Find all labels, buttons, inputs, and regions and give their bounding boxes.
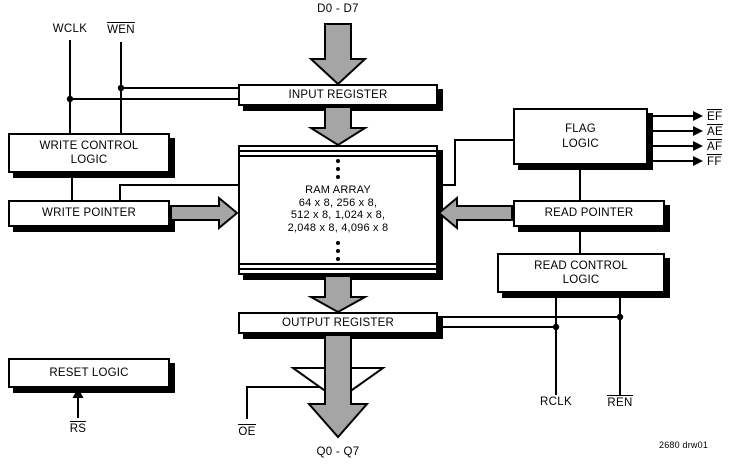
ram-stack-line <box>240 155 436 157</box>
rs-label: RS <box>54 421 102 436</box>
drawing-number-text: 2680 drw01 <box>659 440 709 450</box>
ram-top-ellipsis-icon <box>336 159 340 179</box>
ef-text: EF <box>707 109 723 123</box>
drawing-number-label: 2680 drw01 <box>659 440 708 450</box>
read-pointer-block: READ POINTER <box>513 200 665 227</box>
rs-arrowhead-icon <box>72 388 84 398</box>
ram-to-output-arrow <box>307 275 369 314</box>
rclk-text: RCLK <box>540 396 572 408</box>
rclk-label: RCLK <box>532 396 580 408</box>
ram-array-text: RAM ARRAY 64 x 8, 256 x 8, 512 x 8, 1,02… <box>288 184 389 234</box>
rs-text: RS <box>69 421 87 435</box>
ren-label: REN <box>596 395 644 410</box>
reset-logic-block: RESET LOGIC <box>8 358 170 388</box>
ram-to-flag-wire <box>438 139 513 186</box>
ram-array-block: RAM ARRAY 64 x 8, 256 x 8, 512 x 8, 1,02… <box>238 145 438 275</box>
read-control-logic-block: READ CONTROL LOGIC <box>497 253 665 293</box>
ram-stack-line <box>240 268 436 270</box>
junction-dot <box>616 313 624 321</box>
junction-dot <box>117 84 125 92</box>
ef-label: EF <box>707 109 737 124</box>
af-label: AF <box>707 139 737 154</box>
ram-bottom-ellipsis-icon <box>336 241 340 261</box>
write-pointer-block: WRITE POINTER <box>8 200 170 227</box>
ram-array-title: RAM ARRAY <box>305 184 371 196</box>
oe-text: OE <box>238 424 256 438</box>
q-bus-label: Q0 - Q7 <box>283 446 393 458</box>
ff-arrowhead-icon <box>693 156 703 166</box>
ram-array-size-line: 64 x 8, 256 x 8, <box>298 196 378 209</box>
junction-dot <box>552 323 560 331</box>
ae-arrowhead-icon <box>693 126 703 136</box>
d-bus-label: D0 - D7 <box>283 3 393 15</box>
write-control-logic-label-line2: LOGIC <box>70 154 108 166</box>
output-to-q-arrow <box>306 334 370 439</box>
ae-text: AE <box>707 124 723 138</box>
wen-text: WEN <box>107 22 135 36</box>
ef-arrowhead-icon <box>693 111 703 121</box>
wclk-text: WCLK <box>52 23 88 35</box>
ae-label: AE <box>707 124 737 139</box>
tristate-buffer-icon <box>289 367 387 402</box>
af-text: AF <box>707 139 723 153</box>
write-pointer-to-flag-wire <box>119 184 238 200</box>
flag-logic-label-line1: FLAG <box>565 123 596 136</box>
read-control-logic-label-line1: READ CONTROL <box>534 259 628 272</box>
ff-label: FF <box>707 154 737 169</box>
junction-dot <box>66 95 74 103</box>
ram-stack-line <box>240 150 436 152</box>
data-in-arrow <box>308 23 368 86</box>
flag-logic-label-line2: LOGIC <box>562 137 599 150</box>
write-pointer-label: WRITE POINTER <box>42 207 136 220</box>
input-to-ram-arrow <box>307 106 369 147</box>
ram-array-size-line: 2,048 x 8, 4,096 x 8 <box>287 221 389 234</box>
flag-logic-block: FLAG LOGIC <box>513 108 648 165</box>
input-register-label: INPUT REGISTER <box>288 88 388 101</box>
q-bus-text: Q0 - Q7 <box>316 446 360 458</box>
input-register-block: INPUT REGISTER <box>238 84 438 106</box>
write-control-logic-block: WRITE CONTROL LOGIC <box>8 133 170 173</box>
af-arrowhead-icon <box>693 141 703 151</box>
ram-stack-line <box>240 263 436 265</box>
oe-label: OE <box>223 424 271 439</box>
write-control-logic-label-line1: WRITE CONTROL <box>39 139 139 152</box>
d-bus-text: D0 - D7 <box>317 3 359 15</box>
ram-array-size-line: 512 x 8, 1,024 x 8, <box>290 209 386 221</box>
ff-text: FF <box>707 154 722 168</box>
ren-text: REN <box>607 395 633 409</box>
reset-logic-label: RESET LOGIC <box>49 366 129 379</box>
wclk-label: WCLK <box>46 23 94 35</box>
write-pointer-to-ram-arrow <box>170 195 239 231</box>
oe-wire <box>246 386 322 419</box>
read-pointer-label: READ POINTER <box>544 207 634 220</box>
output-register-label: OUTPUT REGISTER <box>281 316 395 329</box>
wen-label: WEN <box>97 22 145 37</box>
output-register-block: OUTPUT REGISTER <box>238 312 438 334</box>
read-pointer-to-ram-arrow <box>437 195 513 231</box>
read-control-logic-label-line2: LOGIC <box>562 274 600 286</box>
